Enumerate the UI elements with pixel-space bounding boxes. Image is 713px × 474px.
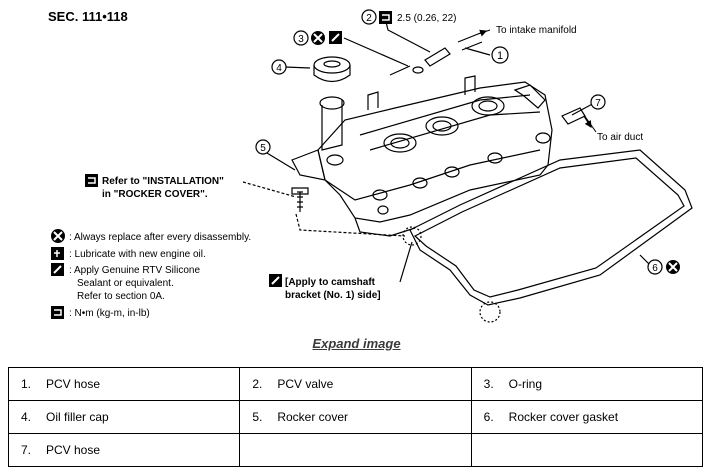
to-air-duct-label: To air duct — [597, 132, 643, 143]
table-row: 4. Oil filler cap 5. Rocker cover 6. Rocker… — [7, 400, 704, 434]
parts-table: 1. PCV hose 2. PCV valve 3. O-ring 4. Oil fi… — [7, 367, 704, 467]
torque-spec: 2.5 (0.26, 22) — [397, 13, 456, 24]
apply-line-1: [Apply to camshaft — [285, 277, 376, 288]
table-cell: 5. Rocker cover — [239, 400, 472, 434]
diagram-drawing: 1 2 3 4 5 6 7 — [51, 9, 693, 323]
legend-torque-icon — [51, 306, 64, 319]
filler-neck — [321, 100, 343, 151]
refer-line-1: Refer to "INSTALLATION" — [102, 176, 224, 187]
legend-torque-units: : N•m (kg-m, in-lb) — [69, 308, 150, 319]
replace-symbol-icon — [666, 260, 680, 274]
rocker-cover-gasket — [409, 149, 693, 306]
legend-rtv-icon — [51, 263, 64, 276]
callout-5: 5 — [255, 139, 271, 155]
table-cell: 6. Rocker cover gasket — [470, 400, 704, 434]
table-row: 1. PCV hose 2. PCV valve 3. O-ring — [7, 367, 704, 401]
table-cell: 1. PCV hose — [7, 367, 241, 401]
refer-line-2: in "ROCKER COVER". — [102, 189, 208, 200]
apply-line-2: bracket (No. 1) side] — [285, 290, 381, 301]
legend-lubricate-icon — [51, 247, 64, 260]
o-ring — [412, 66, 424, 74]
callout-1: 1 — [491, 46, 509, 64]
rtv-symbol-icon — [329, 31, 342, 44]
table-cell — [470, 433, 704, 467]
legend-replace-icon — [51, 229, 65, 243]
part-name: Rocker cover gasket — [508, 410, 619, 424]
replace-symbol-icon — [311, 31, 325, 45]
torque-symbol-icon — [379, 11, 392, 24]
pcv-valve — [424, 47, 451, 67]
part-name: PCV hose — [46, 377, 101, 391]
svg-text:2: 2 — [366, 13, 372, 24]
table-row: 7. PCV hose — [7, 433, 704, 467]
callout-6: 6 — [647, 259, 663, 275]
legend-rtv-3: Refer to section 0A. — [77, 291, 165, 302]
part-name: O-ring — [508, 377, 542, 391]
to-intake-label: To intake manifold — [496, 25, 577, 36]
torque-symbol-icon — [85, 174, 98, 187]
callout-4: 4 — [271, 59, 287, 75]
legend-replace: : Always replace after every disassembly… — [69, 232, 251, 243]
section-label: SEC. 111•118 — [48, 9, 128, 24]
part-number: 7. — [21, 443, 32, 457]
callout-2: 2 — [361, 9, 377, 25]
part-number: 1. — [21, 377, 32, 391]
legend-rtv-2: Sealant or equivalent. — [77, 278, 174, 289]
table-cell: 3. O-ring — [470, 367, 704, 401]
table-cell: 7. PCV hose — [7, 433, 241, 467]
bolt — [297, 191, 303, 212]
part-name: Rocker cover — [277, 410, 349, 424]
expand-image-link[interactable]: Expand image — [312, 336, 401, 351]
legend-lubricate: : Lubricate with new engine oil. — [69, 249, 206, 260]
callout-3: 3 — [293, 30, 309, 46]
table-cell: 2. PCV valve — [239, 367, 472, 401]
part-number: 4. — [21, 410, 32, 424]
exploded-diagram: SEC. 111•118 — [48, 9, 693, 323]
svg-text:1: 1 — [497, 50, 503, 62]
cam-boss — [383, 133, 417, 153]
svg-text:5: 5 — [260, 143, 266, 154]
table-cell — [239, 433, 472, 467]
part-name: PCV hose — [46, 443, 101, 457]
pcv-hose-7 — [513, 84, 546, 109]
table-cell: 4. Oil filler cap — [7, 400, 241, 434]
pcv-hose-1 — [457, 33, 483, 51]
apply-rtv-icon — [269, 274, 282, 287]
oil-filler-cap — [313, 56, 351, 74]
svg-text:7: 7 — [595, 98, 601, 109]
svg-text:6: 6 — [652, 263, 658, 274]
rocker-cover-shape — [317, 81, 553, 223]
callout-7: 7 — [590, 94, 606, 110]
part-name: PCV valve — [277, 377, 334, 391]
part-number: 2. — [252, 377, 263, 391]
part-number: 5. — [252, 410, 263, 424]
svg-text:4: 4 — [276, 63, 282, 74]
part-number: 6. — [483, 410, 494, 424]
svg-text:3: 3 — [298, 34, 304, 45]
legend-rtv-1: : Apply Genuine RTV Silicone — [69, 265, 200, 276]
part-number: 3. — [483, 377, 494, 391]
part-name: Oil filler cap — [46, 410, 109, 424]
